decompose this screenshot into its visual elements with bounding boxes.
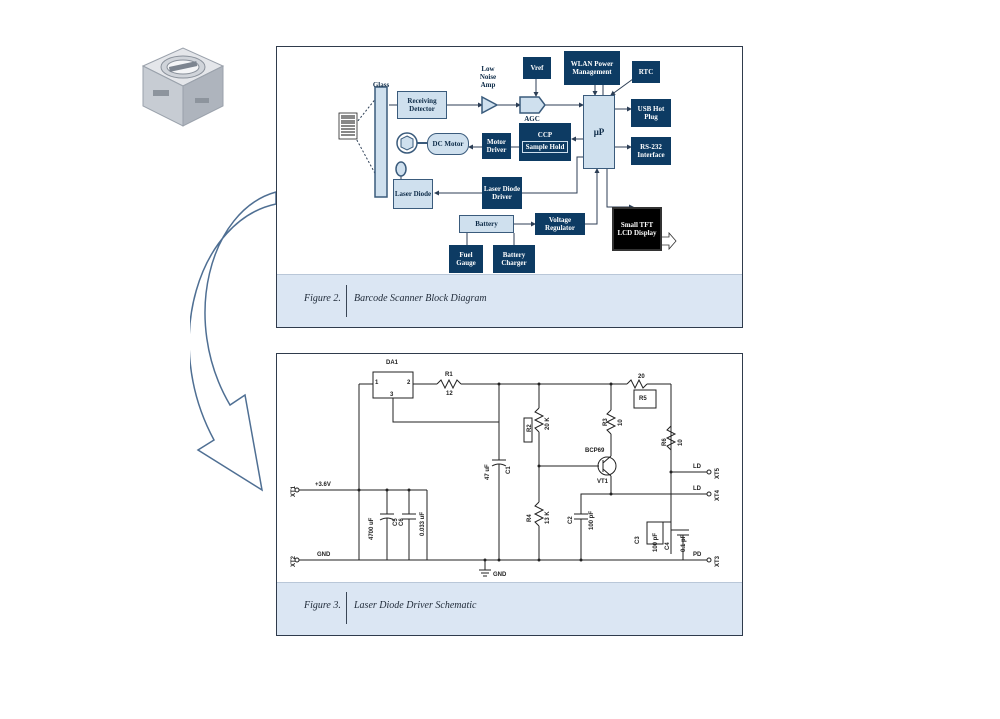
figure3-caption-divider xyxy=(346,592,347,624)
c3-value: 100 pF xyxy=(653,532,659,552)
gnd-input-label: GND xyxy=(317,552,331,558)
figure3-caption-title: Laser Diode Driver Schematic xyxy=(354,600,477,611)
c6-label: C6 xyxy=(399,518,405,526)
schematic-wires xyxy=(294,371,712,577)
xt2-label: XT2 xyxy=(291,555,297,567)
battery-charger-block: Battery Charger xyxy=(493,245,535,273)
ground-label: GND xyxy=(493,572,507,578)
transistor-label: VT1 xyxy=(597,479,609,485)
barcode-icon xyxy=(338,112,358,140)
vref-block: Vref xyxy=(523,57,551,79)
r3-label: R3 xyxy=(603,418,609,426)
c5-value: 4700 uF xyxy=(369,517,375,540)
figure3-caption-bar xyxy=(277,582,742,635)
fuel-gauge-block: Fuel Gauge xyxy=(449,245,483,273)
motor-driver-block: Motor Driver xyxy=(482,133,511,159)
r2-value: 20 K xyxy=(545,417,551,430)
ic-pin1: 1 xyxy=(375,380,379,386)
rs232-interface-block: RS-232 Interface xyxy=(631,137,671,165)
laser-diode-driver-block: Laser Diode Driver xyxy=(482,177,522,209)
display-block: Small TFT LCD Display xyxy=(612,207,662,251)
ld-plus-label: LD xyxy=(693,464,701,470)
agc-label: AGC xyxy=(524,115,540,123)
curved-arrow-icon xyxy=(190,190,285,520)
r1-value: 12 xyxy=(446,391,453,397)
r3-value: 10 xyxy=(618,419,624,426)
figure3-panel: Figure 3. Laser Diode Driver Schematic xyxy=(276,353,743,636)
ld-minus-label: LD xyxy=(693,486,701,492)
c2-value: 100 pF xyxy=(589,510,595,530)
dc-motor-block: DC Motor xyxy=(427,133,469,155)
c1-value: 47 uF xyxy=(485,464,491,480)
microprocessor-block: μP xyxy=(583,95,615,169)
low-noise-amp-label: Low Noise Amp xyxy=(479,65,497,89)
figure3-caption-number: Figure 3. xyxy=(304,600,341,611)
laser-lens-icon xyxy=(395,161,407,177)
ic-pin2: 2 xyxy=(407,380,411,386)
xt5-label: XT5 xyxy=(715,467,721,479)
xt1-label: XT1 xyxy=(291,485,297,497)
figure2-caption-bar xyxy=(277,274,742,327)
voltage-regulator-block: Voltage Regulator xyxy=(535,213,585,235)
battery-block: Battery xyxy=(459,215,514,233)
glass-label: Glass xyxy=(372,81,390,89)
glass-element xyxy=(374,86,388,198)
c2-label: C2 xyxy=(568,516,574,524)
laser-diode-block: Laser Diode xyxy=(393,179,433,209)
pd-label: PD xyxy=(693,552,702,558)
ic-label: DA1 xyxy=(386,360,399,366)
figure2-caption-number: Figure 2. xyxy=(304,293,341,304)
c4-label: C4 xyxy=(665,542,671,550)
power-management-block: WLAN Power Management xyxy=(564,51,620,85)
usb-hot-plug-block: USB Hot Plug xyxy=(631,99,671,127)
c1-label: C1 xyxy=(506,466,512,474)
ic-pin3: 3 xyxy=(390,392,394,398)
plus-input-label: +3.6V xyxy=(315,482,331,488)
sample-hold-label: Sample Hold xyxy=(521,141,569,153)
receiving-detector-block: Receiving Detector xyxy=(397,91,447,119)
motor-mirror-icon xyxy=(396,132,427,154)
figure2-panel: Figure 2. Barcode Scanner Block Diagram xyxy=(276,46,743,328)
block-diagram-wires xyxy=(338,78,677,251)
r2-label: R2 xyxy=(527,424,533,432)
c3-label: C3 xyxy=(635,536,641,544)
r6-value: 10 xyxy=(678,439,684,446)
ccp-label: CCP xyxy=(537,131,553,139)
r4-value: 13 K xyxy=(545,511,551,524)
r4-label: R4 xyxy=(527,514,533,522)
scanner-module-image xyxy=(135,38,230,130)
rtc-block: RTC xyxy=(632,61,660,83)
figure2-caption-title: Barcode Scanner Block Diagram xyxy=(354,293,487,304)
r5-label: R5 xyxy=(639,396,647,402)
xt3-label: XT3 xyxy=(715,555,721,567)
low-noise-amp-icon xyxy=(481,95,499,115)
figure2-caption-divider xyxy=(346,285,347,317)
xt4-label: XT4 xyxy=(715,489,721,501)
regulator-ic xyxy=(372,371,414,399)
c4-value: 0.1 pF xyxy=(681,534,687,552)
ccp-sample-hold-block: CCP Sample Hold xyxy=(519,123,571,161)
r6-label: R6 xyxy=(662,438,668,446)
r1-label: R1 xyxy=(445,372,453,378)
r5-value: 20 xyxy=(638,374,645,380)
c6-value: 0.033 uF xyxy=(420,511,426,536)
transistor-type: BCP69 xyxy=(585,448,605,454)
agc-icon xyxy=(519,96,546,114)
